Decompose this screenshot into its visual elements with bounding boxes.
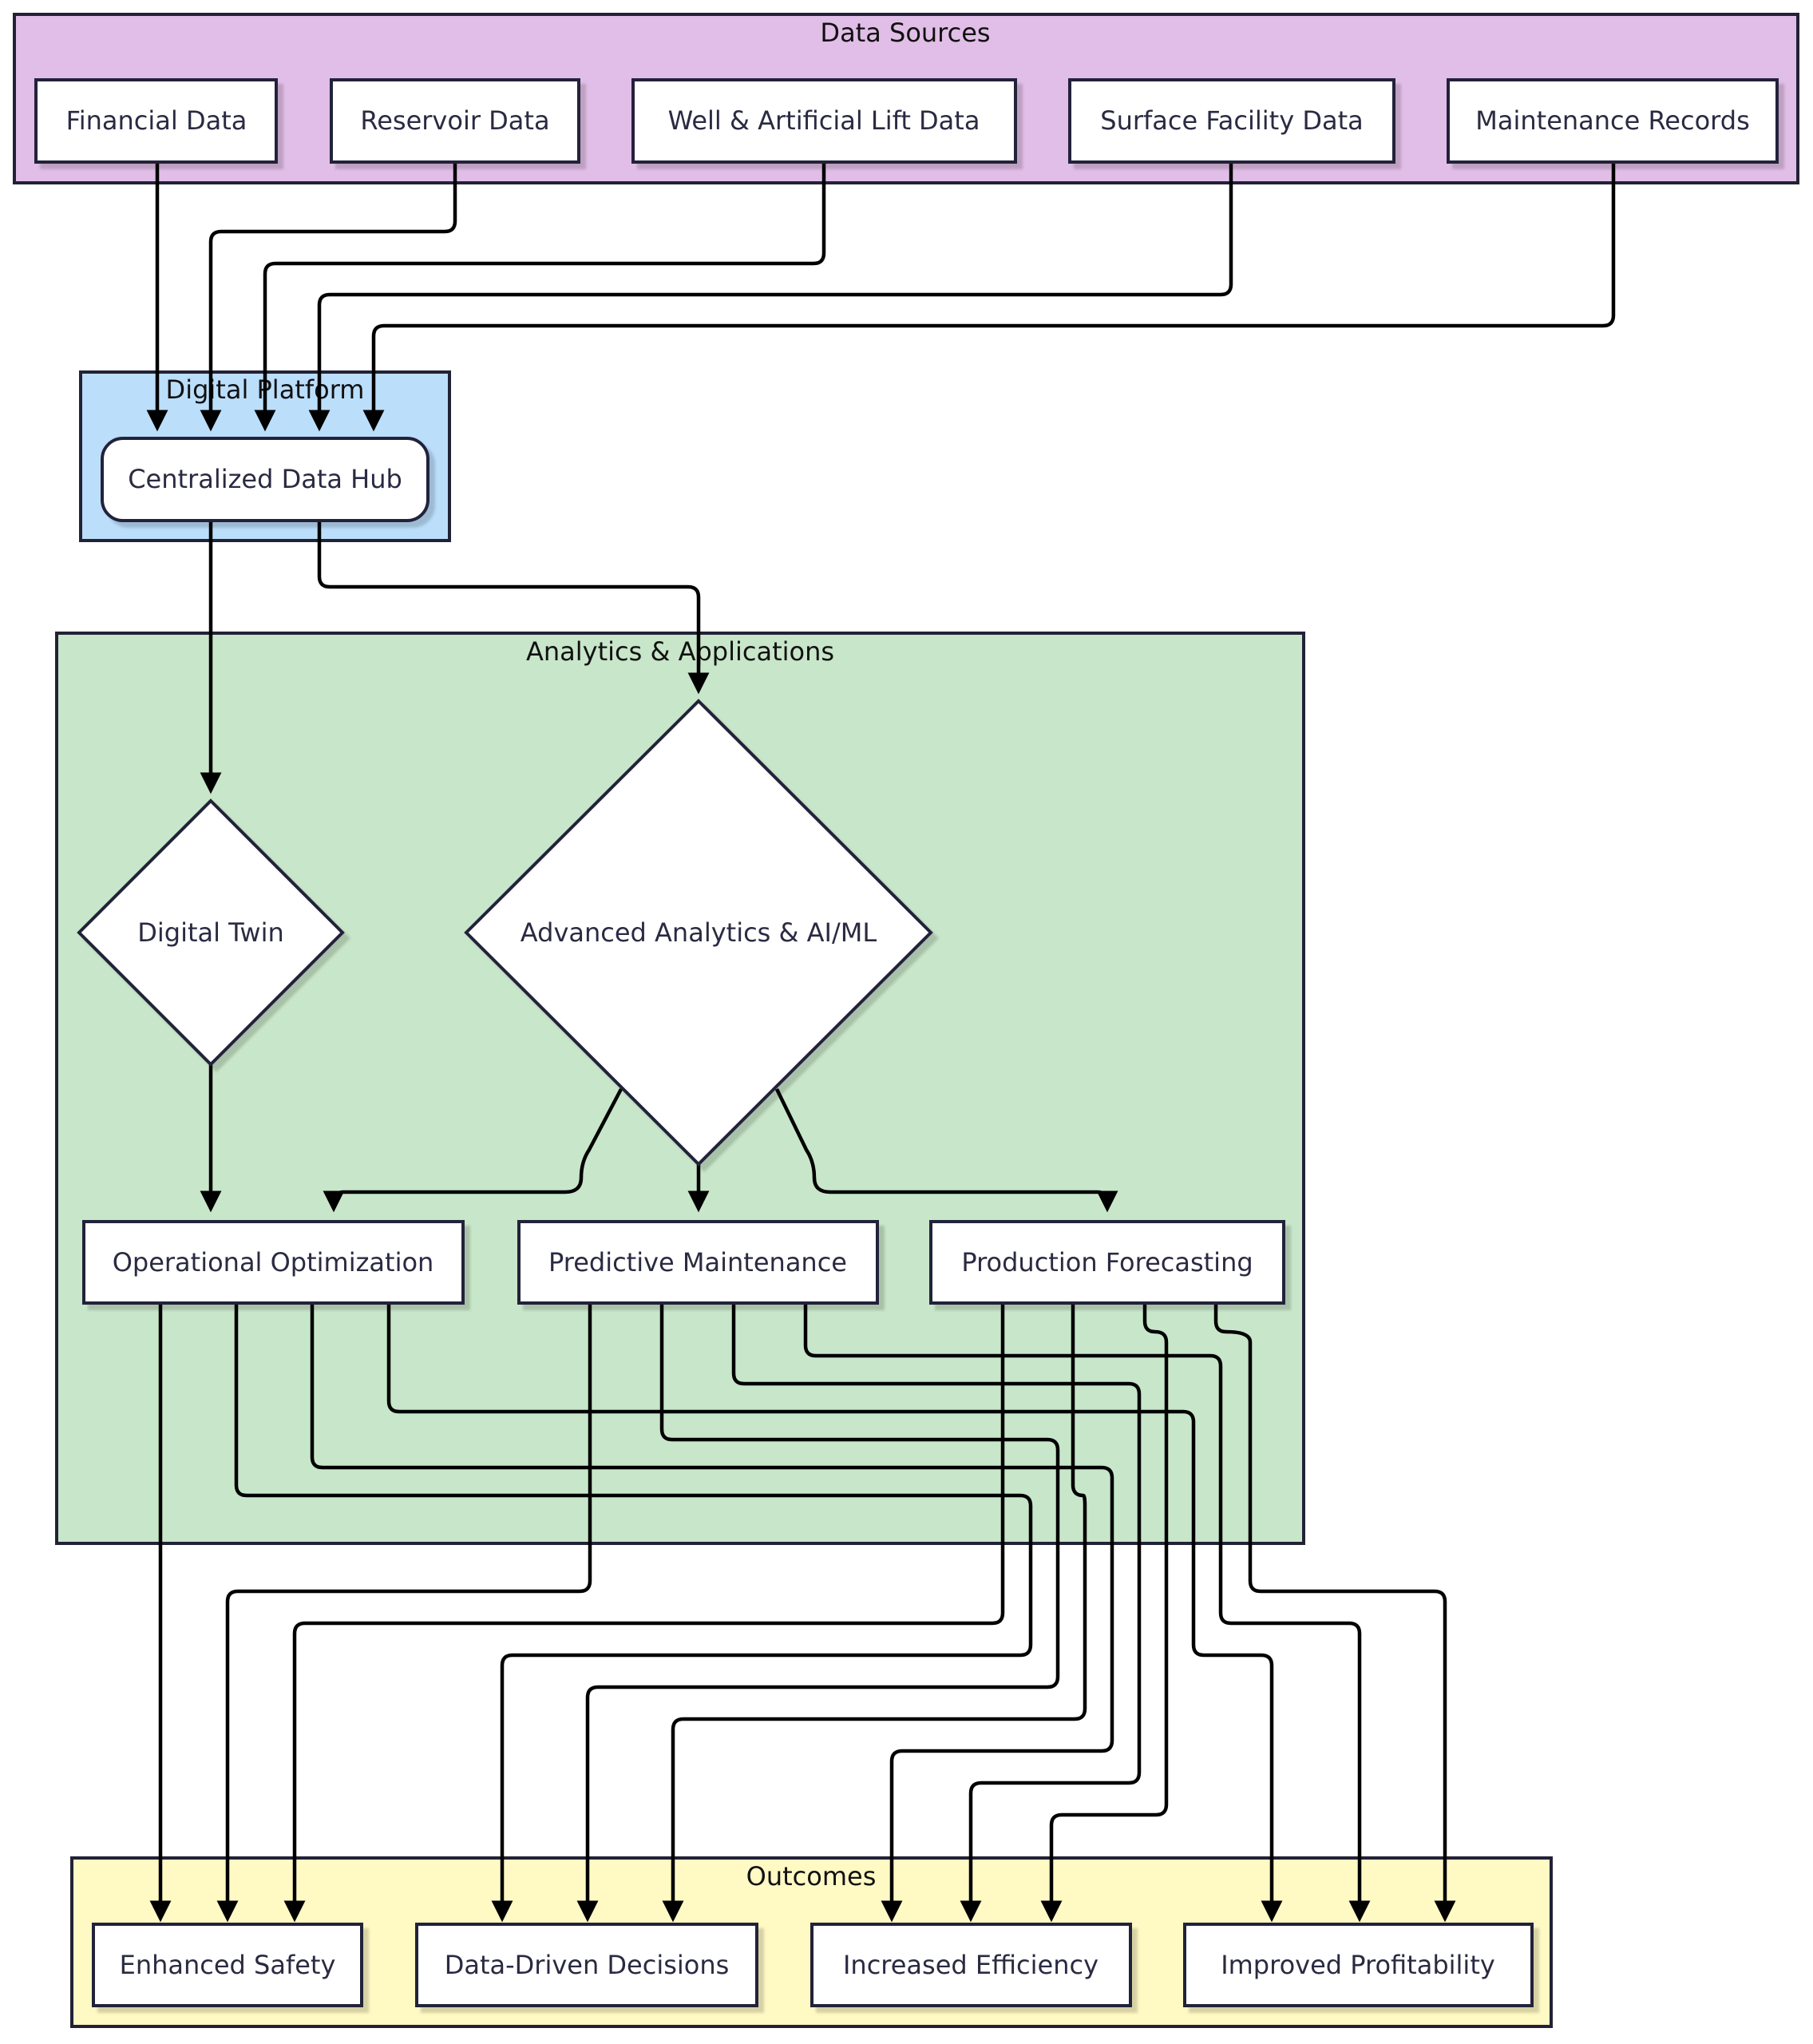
edge-maintenance-records-to-hub: [362, 164, 1616, 432]
node-surface-data-box: [1068, 78, 1395, 164]
node-production-forecasting-label: Production Forecasting: [961, 1247, 1253, 1278]
node-maintenance-records: Maintenance Records: [1447, 78, 1779, 164]
node-reservoir-data: Reservoir Data: [330, 78, 580, 164]
node-digital-twin-label: Digital Twin: [137, 917, 284, 948]
node-predictive-maintenance-box: [517, 1220, 879, 1305]
edge-predictive-to-safety: [216, 1303, 592, 1923]
node-enhanced-safety-box: [92, 1923, 363, 2007]
edge-hub-to-advanced-analytics: [317, 521, 710, 695]
node-well-data-label: Well & Artificial Lift Data: [668, 105, 980, 136]
node-advanced-analytics-diamond: [464, 699, 933, 1167]
edge-operational-to-efficiency: [310, 1303, 1114, 1923]
node-increased-efficiency-label: Increased Efficiency: [843, 1950, 1098, 1980]
node-reservoir-data-label: Reservoir Data: [360, 105, 549, 136]
node-digital-twin-diamond: [77, 798, 345, 1067]
edge-surface-to-hub: [308, 164, 1233, 432]
node-well-data: Well & Artificial Lift Data: [631, 78, 1017, 164]
node-data-hub-box: [101, 437, 429, 522]
edge-predictive-to-efficiency: [731, 1303, 1142, 1923]
node-data-driven-decisions: Data-Driven Decisions: [415, 1923, 758, 2007]
node-improved-profitability-label: Improved Profitability: [1221, 1950, 1495, 1980]
edge-analytics-to-operational: [323, 1087, 623, 1213]
edge-forecasting-to-efficiency: [1040, 1303, 1169, 1923]
edge-reservoir-to-hub: [200, 164, 457, 432]
node-maintenance-records-label: Maintenance Records: [1475, 105, 1749, 136]
node-improved-profitability: Improved Profitability: [1183, 1923, 1534, 2007]
node-financial-data-box: [34, 78, 278, 164]
cluster-outcomes-title: Outcomes: [746, 1861, 877, 1891]
node-data-hub-label: Centralized Data Hub: [128, 464, 402, 494]
node-operational-optimization-label: Operational Optimization: [113, 1247, 434, 1278]
node-surface-data: Surface Facility Data: [1068, 78, 1395, 164]
edge-forecasting-to-decisions: [662, 1303, 1087, 1923]
node-production-forecasting: Production Forecasting: [929, 1220, 1285, 1305]
node-operational-optimization: Operational Optimization: [82, 1220, 465, 1305]
edge-forecasting-to-safety: [283, 1303, 1005, 1923]
edge-predictive-to-profitability: [803, 1303, 1371, 1923]
node-enhanced-safety: Enhanced Safety: [92, 1923, 363, 2007]
cluster-analytics-title: Analytics & Applications: [526, 636, 834, 667]
node-production-forecasting-box: [929, 1220, 1285, 1305]
node-well-data-box: [631, 78, 1017, 164]
node-financial-data-label: Financial Data: [66, 105, 247, 136]
node-data-driven-decisions-label: Data-Driven Decisions: [445, 1950, 730, 1980]
edge-forecasting-to-profitability: [1213, 1303, 1456, 1923]
node-increased-efficiency-box: [810, 1923, 1132, 2007]
edge-analytics-to-forecasting: [774, 1088, 1118, 1213]
node-predictive-maintenance-label: Predictive Maintenance: [548, 1247, 847, 1278]
edge-predictive-to-decisions: [576, 1303, 1060, 1923]
node-data-driven-decisions-box: [415, 1923, 758, 2007]
node-advanced-analytics: Advanced Analytics & AI/ML: [464, 699, 933, 1167]
node-maintenance-records-box: [1447, 78, 1779, 164]
node-advanced-analytics-label: Advanced Analytics & AI/ML: [521, 917, 877, 948]
edges: [146, 164, 1616, 1923]
node-operational-optimization-box: [82, 1220, 465, 1305]
node-increased-efficiency: Increased Efficiency: [810, 1923, 1132, 2007]
node-digital-twin: Digital Twin: [77, 798, 345, 1067]
node-reservoir-data-box: [330, 78, 580, 164]
edge-operational-to-profitability: [386, 1303, 1283, 1923]
node-predictive-maintenance: Predictive Maintenance: [517, 1220, 879, 1305]
node-surface-data-label: Surface Facility Data: [1100, 105, 1363, 136]
cluster-data-sources-title: Data Sources: [820, 18, 990, 48]
node-enhanced-safety-label: Enhanced Safety: [120, 1950, 336, 1980]
node-improved-profitability-box: [1183, 1923, 1534, 2007]
edge-well-to-hub: [254, 164, 826, 432]
node-financial-data: Financial Data: [34, 78, 278, 164]
edge-operational-to-decisions: [234, 1303, 1033, 1923]
node-data-hub: Centralized Data Hub: [101, 437, 429, 522]
